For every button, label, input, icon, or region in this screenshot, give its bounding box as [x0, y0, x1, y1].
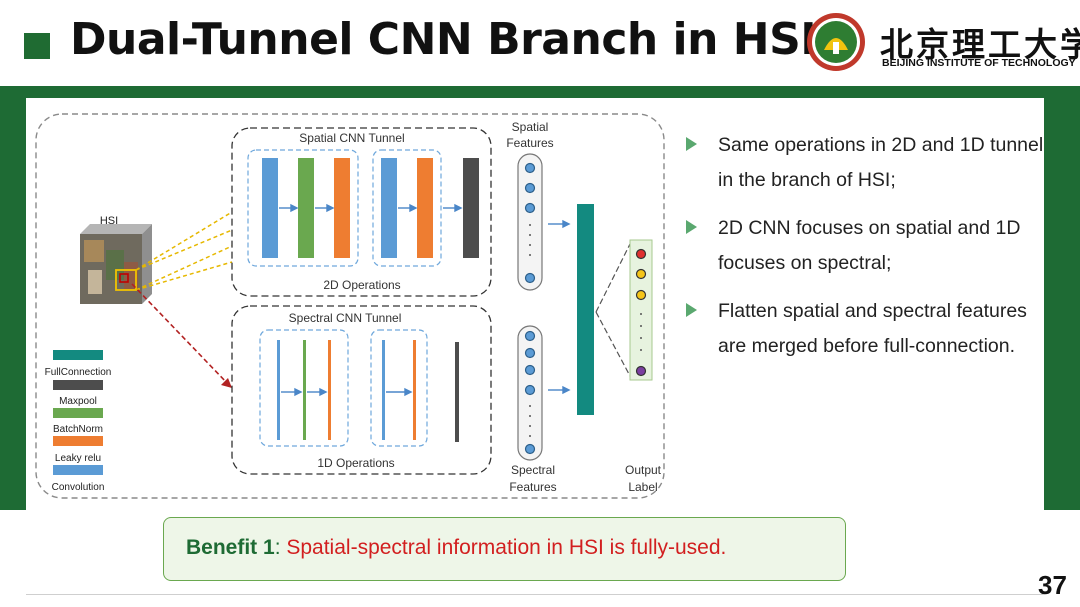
university-seal-icon: [807, 13, 865, 71]
triangle-bullet-icon: [686, 220, 697, 234]
spectral-flow-arrows: [281, 387, 413, 397]
spatial-input-links: [135, 211, 233, 291]
spectral-features-label-line2: Features: [509, 480, 556, 494]
spectral-relu-bar-1: [328, 340, 331, 440]
spatial-relu-bar-1: [334, 158, 350, 258]
hsi-cube: [80, 224, 152, 304]
spatial-conv-bar-2: [381, 158, 397, 258]
spectral-features-label-line1: Spectral: [511, 463, 555, 477]
spatial-maxpool-bar: [463, 158, 479, 258]
university-name-en: BEIJING INSTITUTE OF TECHNOLOGY: [882, 57, 1076, 69]
spectral-block-1: [259, 329, 349, 447]
bottom-divider: [26, 594, 1044, 595]
spectral-bn-bar-1: [303, 340, 306, 440]
spectral-input-arrow: [131, 283, 229, 385]
spectral-tunnel-box: [231, 305, 492, 475]
legend-label-batchnorm: BatchNorm: [53, 424, 103, 435]
spatial-flow-arrows: [279, 203, 463, 213]
spectral-conv-bar-2: [382, 340, 385, 440]
bullet-item: Same operations in 2D and 1D tunnel in t…: [686, 128, 1046, 198]
legend-swatch-leakyrelu: [53, 436, 103, 446]
spatial-features-label-line1: Spatial: [512, 120, 549, 134]
benefit-body: Spatial-spectral information in HSI is f…: [286, 536, 727, 559]
spatial-feature-nodes: [524, 162, 536, 284]
spatial-features-capsule: [517, 153, 543, 291]
hsi-label: HSI: [100, 215, 118, 227]
legend-label-maxpool: Maxpool: [59, 396, 97, 407]
spatial-block-1: [247, 149, 359, 267]
title-bullet-square: [24, 33, 50, 59]
legend-label-convolution: Convolution: [52, 482, 105, 493]
benefit-label: Benefit 1: [186, 536, 275, 559]
output-nodes: [635, 248, 647, 377]
spectral-input-arrowhead: [221, 378, 232, 388]
slide-title: Dual-Tunnel CNN Branch in HSI: [70, 14, 817, 65]
full-connection-bar: [577, 204, 594, 415]
legend-swatch-convolution: [53, 465, 103, 475]
slide-header: Dual-Tunnel CNN Branch in HSI 北京理工大学 BEI…: [0, 0, 1080, 86]
output-label-column: [629, 239, 653, 381]
spatial-relu-bar-2: [417, 158, 433, 258]
triangle-bullet-icon: [686, 303, 697, 317]
spatial-feature-ellipsis: [529, 224, 531, 256]
bullet-item: Flatten spatial and spectral features ar…: [686, 294, 1046, 364]
spectral-feature-ellipsis: [529, 405, 531, 437]
legend-label-leakyrelu: Leaky relu: [55, 453, 101, 464]
outer-dashed-frame: [35, 113, 665, 499]
output-label-line2: Label: [628, 480, 657, 494]
benefit-text: Benefit 1: Spatial-spectral information …: [186, 536, 726, 560]
spectral-feature-nodes: [524, 330, 536, 455]
page-number: 37: [1038, 570, 1067, 600]
spectral-conv-bar-1: [277, 340, 280, 440]
spectral-relu-bar-2: [413, 340, 416, 440]
legend-swatch-fullconnection: [53, 350, 103, 360]
features-to-fc-arrows: [548, 219, 571, 395]
spatial-features-label-line2: Features: [506, 136, 553, 150]
spectral-block-2: [370, 329, 428, 447]
legend-swatch-batchnorm: [53, 408, 103, 418]
triangle-bullet-icon: [686, 137, 697, 151]
spectral-tunnel-title: Spectral CNN Tunnel: [289, 311, 402, 325]
bullet-text: 2D CNN focuses on spatial and 1D focuses…: [718, 217, 1021, 274]
bullet-text: Flatten spatial and spectral features ar…: [718, 300, 1027, 357]
legend-swatch-maxpool: [53, 380, 103, 390]
spectral-maxpool-bar: [455, 342, 459, 442]
university-name-cn: 北京理工大学: [880, 25, 1080, 64]
spatial-tunnel-box: [231, 127, 492, 297]
spatial-conv-bar-1: [262, 158, 278, 258]
fc-to-output-lines: [595, 243, 631, 377]
bullet-item: 2D CNN focuses on spatial and 1D focuses…: [686, 211, 1046, 281]
spatial-tunnel-title: Spatial CNN Tunnel: [299, 131, 404, 145]
spatial-bn-bar-1: [298, 158, 314, 258]
legend: FullConnection Maxpool BatchNorm Leaky r…: [45, 350, 112, 493]
benefit-box: Benefit 1: Spatial-spectral information …: [163, 517, 846, 581]
spectral-tunnel-caption: 1D Operations: [317, 456, 394, 470]
spatial-block-2: [372, 149, 442, 267]
output-label-line1: Output: [625, 463, 662, 477]
bullet-list: Same operations in 2D and 1D tunnel in t…: [686, 128, 1046, 377]
legend-label-fullconnection: FullConnection: [45, 367, 112, 378]
output-ellipsis: [640, 313, 642, 351]
spatial-tunnel-caption: 2D Operations: [323, 278, 400, 292]
benefit-colon: :: [274, 536, 287, 559]
bullet-text: Same operations in 2D and 1D tunnel in t…: [718, 134, 1044, 191]
